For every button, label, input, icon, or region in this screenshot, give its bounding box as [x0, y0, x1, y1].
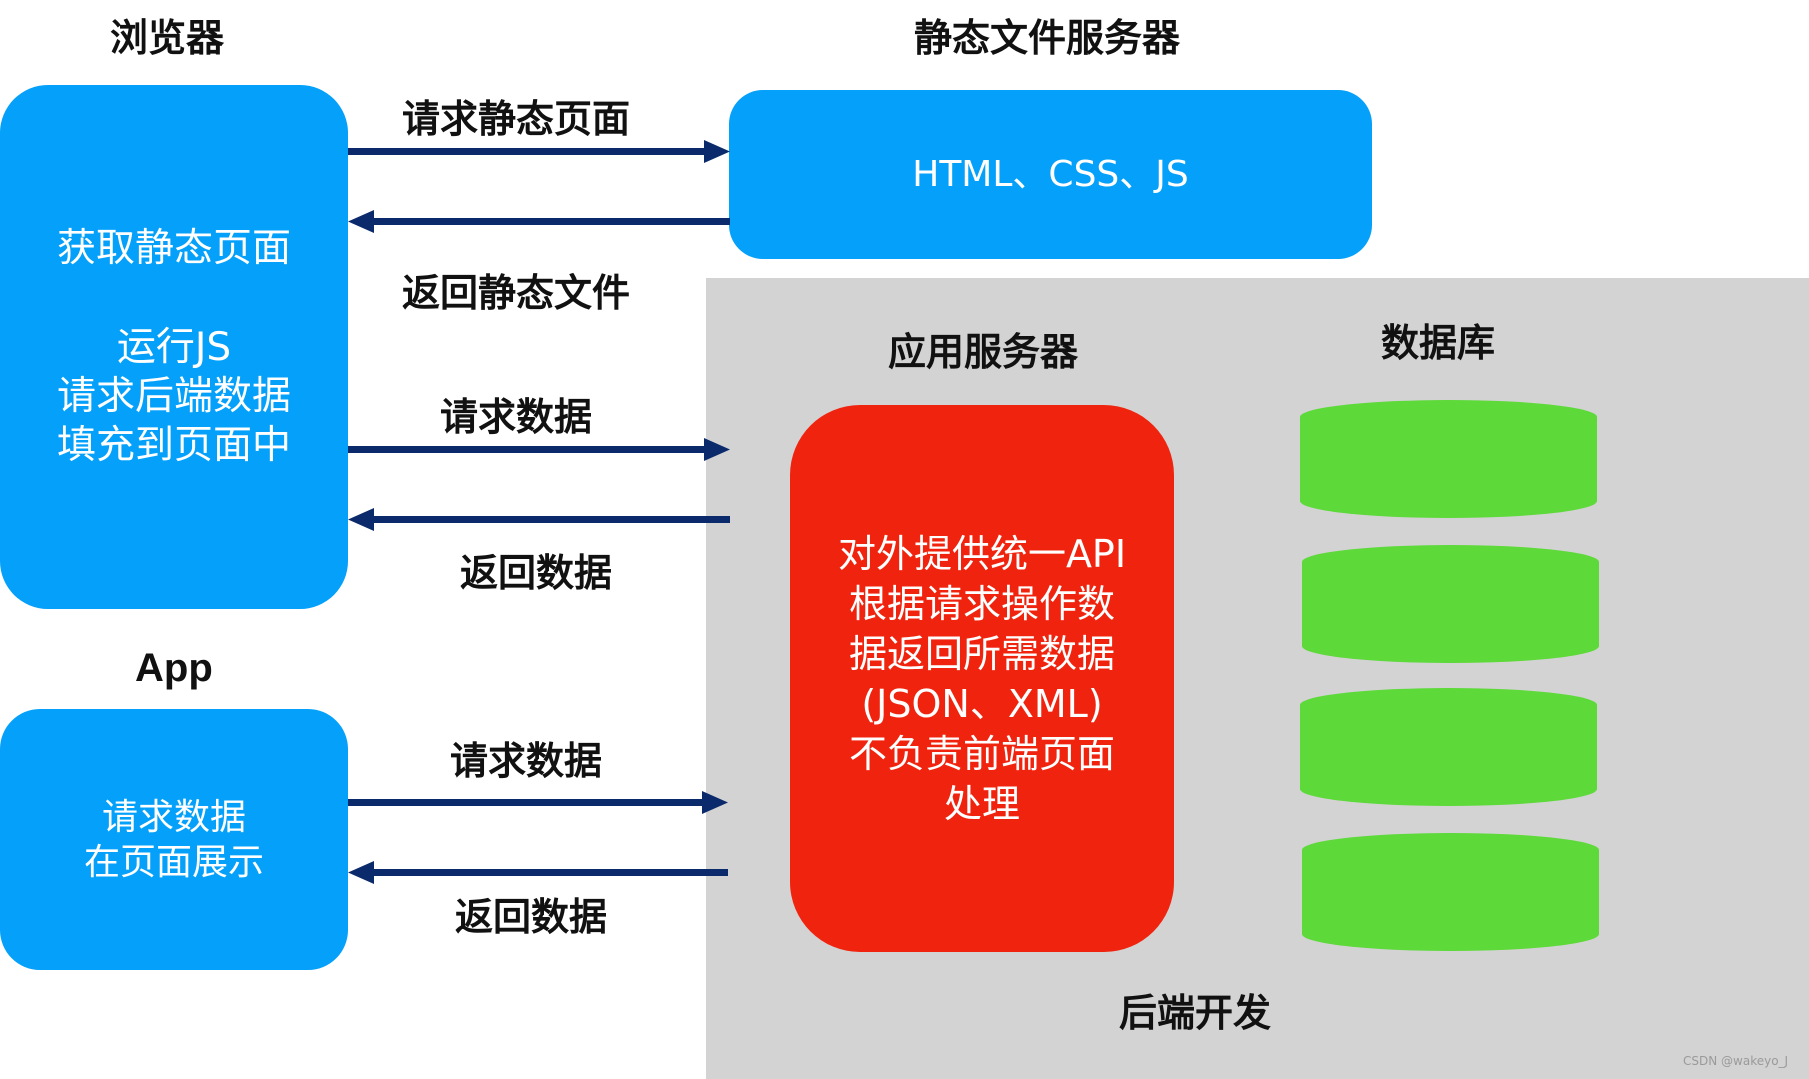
arrow-app-return-data [348, 861, 728, 884]
database-cylinders [1300, 400, 1599, 951]
app-server-title: 应用服务器 [888, 330, 1079, 374]
label-return-static: 返回静态文件 [402, 271, 631, 315]
browser-line-1: 获取静态页面 [56, 226, 291, 271]
label-app-return-data: 返回数据 [455, 895, 608, 939]
backend-title: 后端开发 [1119, 991, 1272, 1035]
app-server-line-2: 根据请求操作数 [848, 581, 1115, 626]
label-app-request-data: 请求数据 [450, 739, 603, 783]
database-disk-4 [1302, 833, 1599, 951]
browser-line-3: 请求后端数据 [56, 374, 291, 419]
browser-title: 浏览器 [110, 16, 225, 60]
label-browser-request-data: 请求数据 [440, 395, 593, 439]
arrow-browser-return-data [348, 508, 730, 531]
browser-line-4: 填充到页面中 [56, 423, 291, 468]
database-disk-2 [1302, 545, 1599, 663]
database-disk-3 [1300, 688, 1597, 806]
arrow-request-static [348, 140, 730, 163]
label-request-static: 请求静态页面 [402, 97, 631, 141]
arrow-return-static [348, 210, 730, 233]
browser-line-2: 运行JS [116, 325, 232, 370]
app-server-line-5: 不负责前端页面 [848, 731, 1115, 776]
watermark: CSDN @wakeyo_J [1683, 1054, 1789, 1068]
app-server-line-1: 对外提供统一API [837, 531, 1127, 576]
database-title: 数据库 [1381, 321, 1496, 365]
browser-box: 获取静态页面 运行JS 请求后端数据 填充到页面中 [0, 85, 348, 609]
app-title: App [135, 646, 213, 690]
app-server-line-6: 处理 [943, 781, 1020, 826]
app-line-1: 请求数据 [101, 796, 246, 838]
static-server-box: HTML、CSS、JS [729, 90, 1372, 259]
app-server-line-4: (JSON、XML) [861, 681, 1103, 726]
static-server-content: HTML、CSS、JS [912, 154, 1189, 195]
arrow-app-request-data [348, 791, 728, 814]
database-disk-1 [1300, 400, 1597, 518]
static-server-title: 静态文件服务器 [914, 16, 1181, 60]
label-browser-return-data: 返回数据 [460, 551, 613, 595]
app-server-line-3: 据返回所需数据 [848, 631, 1115, 676]
arrow-browser-request-data [348, 438, 730, 461]
app-server-box: 对外提供统一API 根据请求操作数 据返回所需数据 (JSON、XML) 不负责… [790, 405, 1174, 952]
app-box: 请求数据 在页面展示 [0, 709, 348, 970]
app-line-2: 在页面展示 [83, 841, 264, 883]
